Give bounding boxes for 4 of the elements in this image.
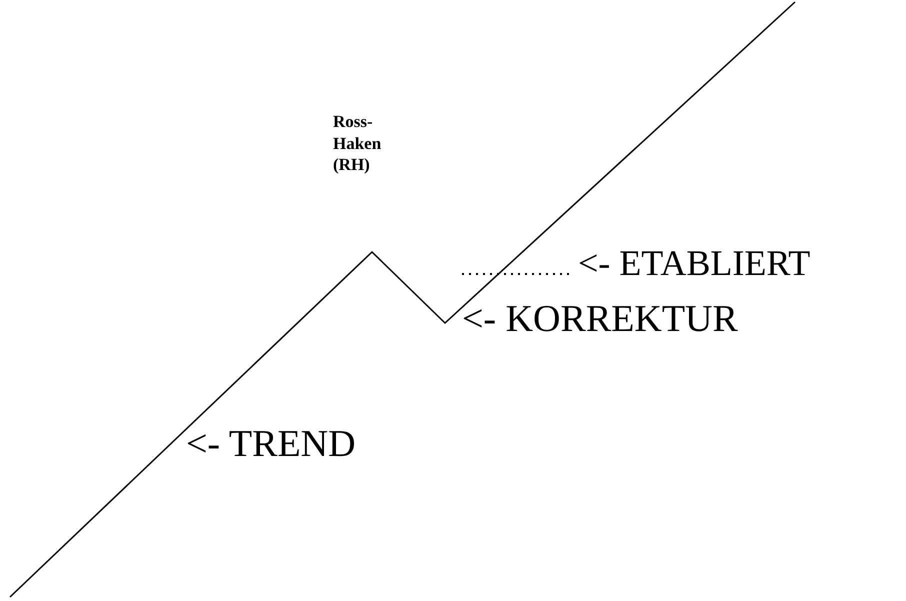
peak-label: Ross-Haken (RH)	[333, 111, 382, 175]
annotation-label: <- ETABLIERT	[578, 245, 810, 281]
annotation-label: <- KORREKTUR	[462, 300, 738, 338]
annotation-label: <- TREND	[186, 425, 356, 463]
